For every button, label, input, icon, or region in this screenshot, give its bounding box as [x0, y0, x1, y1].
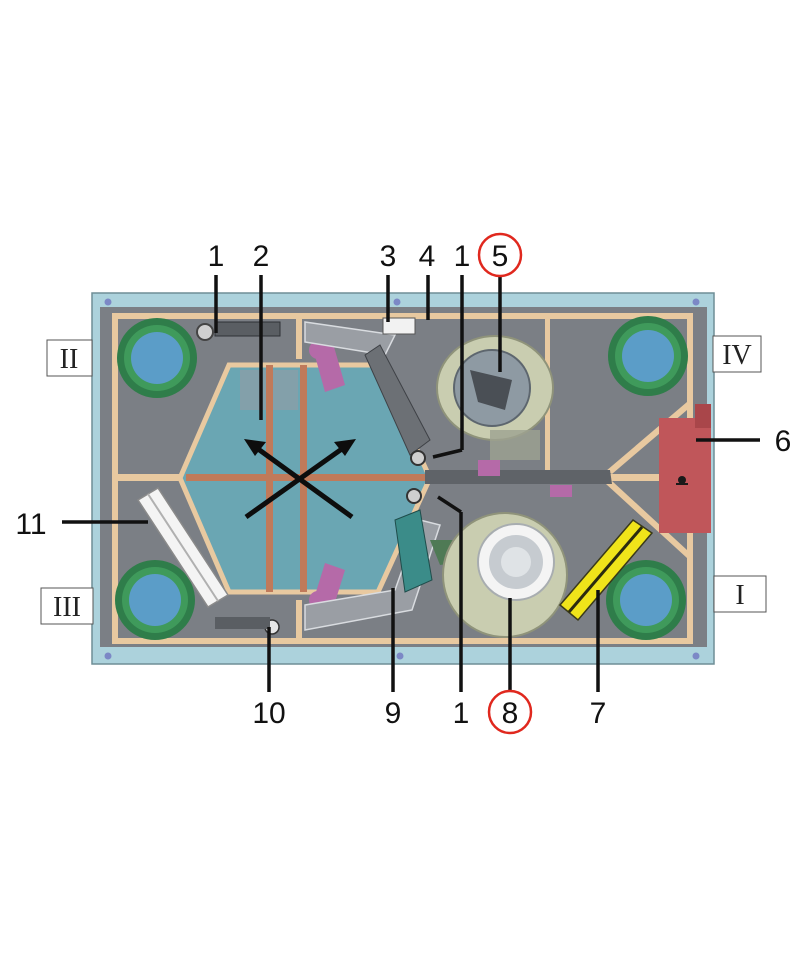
airflow-cross-arrows — [244, 439, 356, 520]
heat-exchanger — [177, 340, 433, 612]
port-labels: II IV III I — [40, 335, 767, 625]
duct-port-IV — [608, 316, 688, 396]
highlight-ring-8 — [487, 689, 533, 735]
control-board — [394, 509, 433, 593]
duct-ports — [115, 316, 688, 640]
callout-1-top-mid: 1 — [454, 240, 471, 273]
upper-flap-assembly — [304, 317, 431, 456]
port-label-IV: IV — [722, 340, 752, 371]
port-label-box-III — [40, 587, 94, 625]
callout-9: 9 — [385, 697, 402, 730]
screw — [393, 298, 401, 306]
fan-exhaust-5 — [436, 335, 554, 460]
screw — [692, 652, 700, 660]
leader-1-bottom-foot — [437, 495, 462, 514]
bypass-channel — [425, 460, 612, 497]
port-label-box-I — [713, 575, 767, 613]
screw — [692, 298, 700, 306]
duct-port-I — [606, 560, 686, 640]
callout-1-bottom: 1 — [453, 697, 470, 730]
callout-6: 6 — [775, 425, 792, 458]
highlight-ring-5 — [477, 232, 523, 278]
leader-lines — [62, 275, 760, 692]
callout-10: 10 — [252, 697, 285, 730]
port-label-box-IV — [712, 335, 762, 373]
callout-8: 8 — [502, 697, 519, 730]
port-label-I: I — [735, 580, 744, 611]
duct-port-II — [117, 318, 197, 398]
port-label-box-II — [46, 339, 93, 377]
callout-11: 11 — [15, 508, 46, 541]
callout-3: 3 — [380, 240, 397, 273]
screw — [104, 652, 112, 660]
callout-5: 5 — [492, 240, 509, 273]
callout-2: 2 — [253, 240, 270, 273]
port-label-II: II — [60, 344, 79, 375]
duct-port-III — [115, 560, 195, 640]
callout-4: 4 — [419, 240, 436, 273]
screw — [396, 652, 404, 660]
leader-1-top-mid-foot — [432, 448, 463, 459]
callout-labels: 1 2 3 4 1 5 6 11 10 9 1 8 7 — [15, 232, 792, 735]
pre-heater — [659, 404, 711, 533]
filter-supply-7 — [558, 519, 654, 622]
fan-supply-8 — [442, 512, 568, 638]
callout-7: 7 — [590, 697, 607, 730]
screw — [104, 298, 112, 306]
port-label-III: III — [53, 592, 81, 623]
filter-extract-11 — [136, 486, 230, 609]
callout-1-top-left: 1 — [208, 240, 225, 273]
